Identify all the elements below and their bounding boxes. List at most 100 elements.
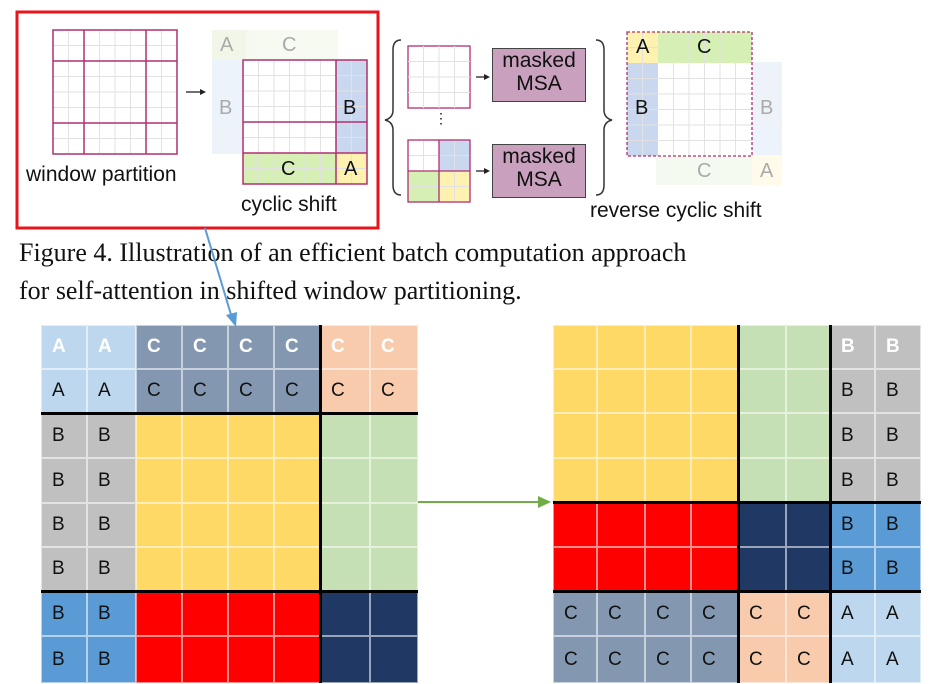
grid-cell: B — [87, 503, 136, 547]
shift-c-label: C — [281, 158, 296, 180]
grid-cell — [691, 369, 738, 413]
window-boundary-line — [553, 500, 921, 504]
grid-cell: C — [786, 636, 830, 683]
grid-cell: C — [553, 591, 597, 636]
grid-cell — [738, 503, 786, 547]
grid-cell: C — [645, 636, 691, 683]
cyclic-shift-grid — [242, 59, 368, 185]
cyclic-shift-label: cyclic shift — [241, 193, 337, 216]
window-boundary-line — [41, 589, 418, 593]
grid-cell — [597, 369, 645, 413]
grid-cell — [738, 547, 786, 591]
faded-c-label: C — [697, 160, 712, 182]
shift-a-label: A — [344, 158, 358, 180]
grid-cell — [786, 503, 830, 547]
grid-cell — [182, 503, 228, 547]
grid-cell: C — [370, 325, 418, 369]
grid-cell — [136, 591, 182, 636]
reverse-cyclic-shift-label: reverse cyclic shift — [590, 199, 762, 222]
grid-cell: A — [87, 325, 136, 369]
grid-cell: B — [87, 636, 136, 683]
window-partition-grid — [52, 29, 178, 155]
grid-cell: A — [41, 369, 87, 413]
grid-cell — [370, 503, 418, 547]
grid-cell — [370, 458, 418, 503]
window-boundary-line — [828, 325, 832, 683]
faded-a-label: A — [220, 34, 234, 56]
grid-cell: B — [875, 547, 921, 591]
grid-cell — [228, 636, 274, 683]
grid-cell — [738, 369, 786, 413]
grid-cell: B — [875, 503, 921, 547]
grid-cell — [228, 503, 274, 547]
grid-cell — [691, 413, 738, 458]
grid-cell: C — [136, 369, 182, 413]
grid-cell — [738, 458, 786, 503]
grid-cell — [182, 636, 228, 683]
grid-cell — [274, 458, 320, 503]
grid-cell: B — [41, 636, 87, 683]
shift-b-label: B — [343, 97, 357, 119]
grid-cell — [320, 458, 370, 503]
reverse-a-label: A — [636, 36, 650, 58]
reverse-cyclic-shift-grid — [626, 31, 753, 157]
grid-cell — [691, 503, 738, 547]
grid-cell — [553, 413, 597, 458]
grid-cell: C — [691, 636, 738, 683]
grid-cell — [370, 636, 418, 683]
grid-cell — [597, 547, 645, 591]
grid-cell: B — [875, 413, 921, 458]
grid-cell — [786, 369, 830, 413]
masked-window-grid-1 — [407, 45, 471, 109]
faded-b-label: B — [219, 97, 233, 119]
grid-cell: B — [87, 413, 136, 458]
right-brace — [595, 39, 613, 196]
grid-cell: C — [597, 636, 645, 683]
vertical-ellipsis: ⋮ — [434, 110, 448, 126]
grid-cell: C — [136, 325, 182, 369]
grid-cell: B — [875, 369, 921, 413]
grid-cell: B — [41, 503, 87, 547]
top-figure — [15, 10, 782, 230]
faded-b-label: B — [760, 97, 774, 119]
grid-cell — [228, 547, 274, 591]
reverse-c-label: C — [697, 36, 712, 58]
grid-cell — [786, 325, 830, 369]
caption-line-1: Figure 4. Illustration of an efficient b… — [19, 238, 687, 267]
grid-cell: C — [228, 369, 274, 413]
grid-cell: C — [274, 369, 320, 413]
masked-msa-box-2: masked MSA — [492, 144, 586, 198]
grid-cell — [786, 458, 830, 503]
grid-cell — [553, 369, 597, 413]
grid-cell: C — [228, 325, 274, 369]
grid-cell — [738, 325, 786, 369]
arrow-icon — [186, 89, 206, 95]
grid-cell: B — [830, 547, 875, 591]
grid-cell — [597, 325, 645, 369]
grid-cell — [370, 591, 418, 636]
grid-cell — [786, 413, 830, 458]
grid-cell — [553, 547, 597, 591]
grid-cell: B — [87, 591, 136, 636]
grid-cell — [136, 413, 182, 458]
masked-msa-line1: masked — [502, 145, 576, 168]
grid-cell — [645, 325, 691, 369]
grid-cell — [691, 547, 738, 591]
grid-cell — [320, 413, 370, 458]
grid-cell — [645, 413, 691, 458]
grid-cell — [553, 503, 597, 547]
grid-cell: C — [691, 591, 738, 636]
grid-cell: B — [41, 458, 87, 503]
highlight-box — [15, 10, 380, 230]
grid-cell — [182, 458, 228, 503]
blue-pointer-arrow — [204, 227, 237, 327]
grid-cell — [645, 503, 691, 547]
masked-msa-box-1: masked MSA — [492, 48, 586, 102]
grid-cell: C — [320, 325, 370, 369]
grid-cell: C — [370, 369, 418, 413]
window-boundary-line — [41, 411, 418, 415]
grid-cell: C — [553, 636, 597, 683]
